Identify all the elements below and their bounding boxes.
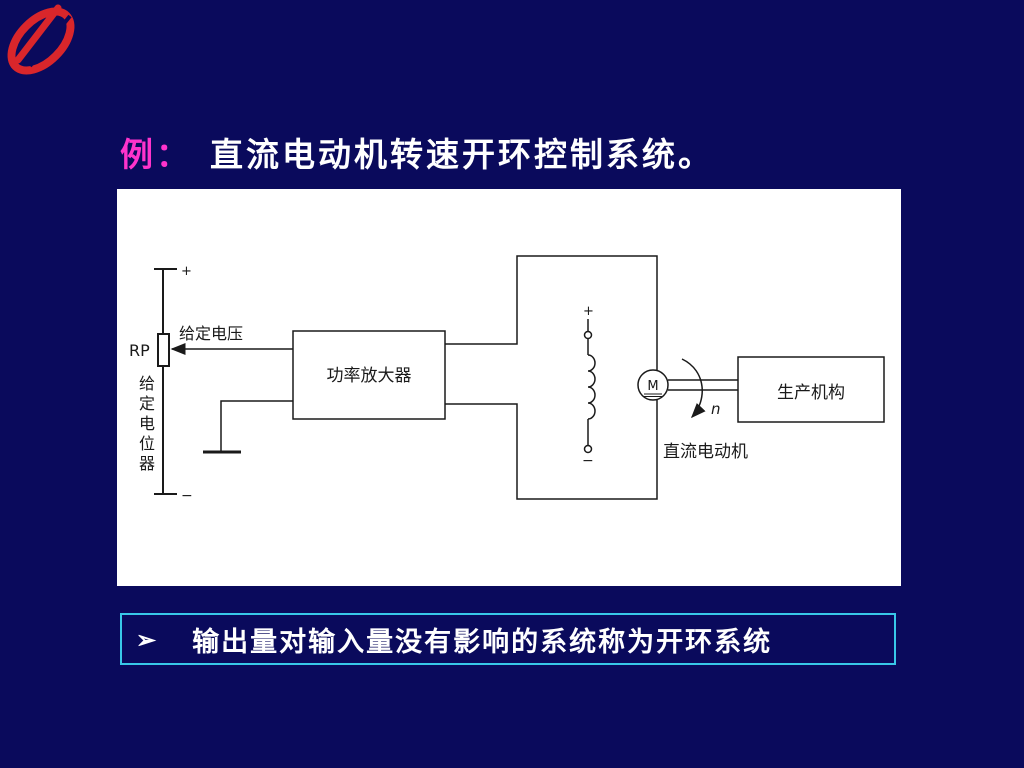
conclusion-note: ➢ 输出量对输入量没有影响的系统称为开环系统 <box>120 613 896 665</box>
diagram-panel: + − RP 给 定 电 位 器 给定电压 功率放大器 <box>117 189 901 586</box>
speed-label: n <box>711 400 721 418</box>
svg-text:给: 给 <box>139 374 155 393</box>
field-minus-label: − <box>582 453 594 469</box>
slide-title: 例： 直流电动机转速开环控制系统。 <box>120 128 714 176</box>
motor-shaft <box>668 379 738 391</box>
bullet-arrow-icon: ➢ <box>136 624 159 654</box>
potentiometer-label: 给 定 电 位 器 <box>139 374 155 473</box>
amplifier-box <box>292 330 446 420</box>
circuit-diagram: + − RP 给 定 电 位 器 给定电压 功率放大器 <box>129 255 885 504</box>
field-winding <box>583 319 596 454</box>
field-plus-label: + <box>583 304 594 319</box>
production-machine-label: 生产机构 <box>777 383 845 403</box>
production-machine-box <box>737 356 885 423</box>
amplifier-output-wires <box>445 255 658 500</box>
supply-plus-label: + <box>181 264 192 279</box>
conclusion-text: 输出量对输入量没有影响的系统称为开环系统 <box>192 626 773 658</box>
rp-label: RP <box>129 341 150 360</box>
svg-text:位: 位 <box>139 434 155 453</box>
logo-icon <box>7 4 75 75</box>
amplifier-label: 功率放大器 <box>327 366 412 386</box>
title-prefix: 例： <box>120 135 192 174</box>
title-text: 直流电动机转速开环控制系统。 <box>210 135 714 174</box>
svg-text:器: 器 <box>139 454 155 473</box>
potentiometer <box>154 268 177 495</box>
ground-icon <box>203 400 293 454</box>
rotation-arrow-icon <box>681 358 706 419</box>
svg-text:定: 定 <box>139 394 155 413</box>
given-voltage-label: 给定电压 <box>179 324 243 343</box>
supply-minus-label: − <box>181 488 193 504</box>
motor-icon: M <box>637 369 669 401</box>
svg-text:电: 电 <box>139 414 155 433</box>
motor-label: 直流电动机 <box>663 442 748 462</box>
svg-text:M: M <box>647 379 658 394</box>
